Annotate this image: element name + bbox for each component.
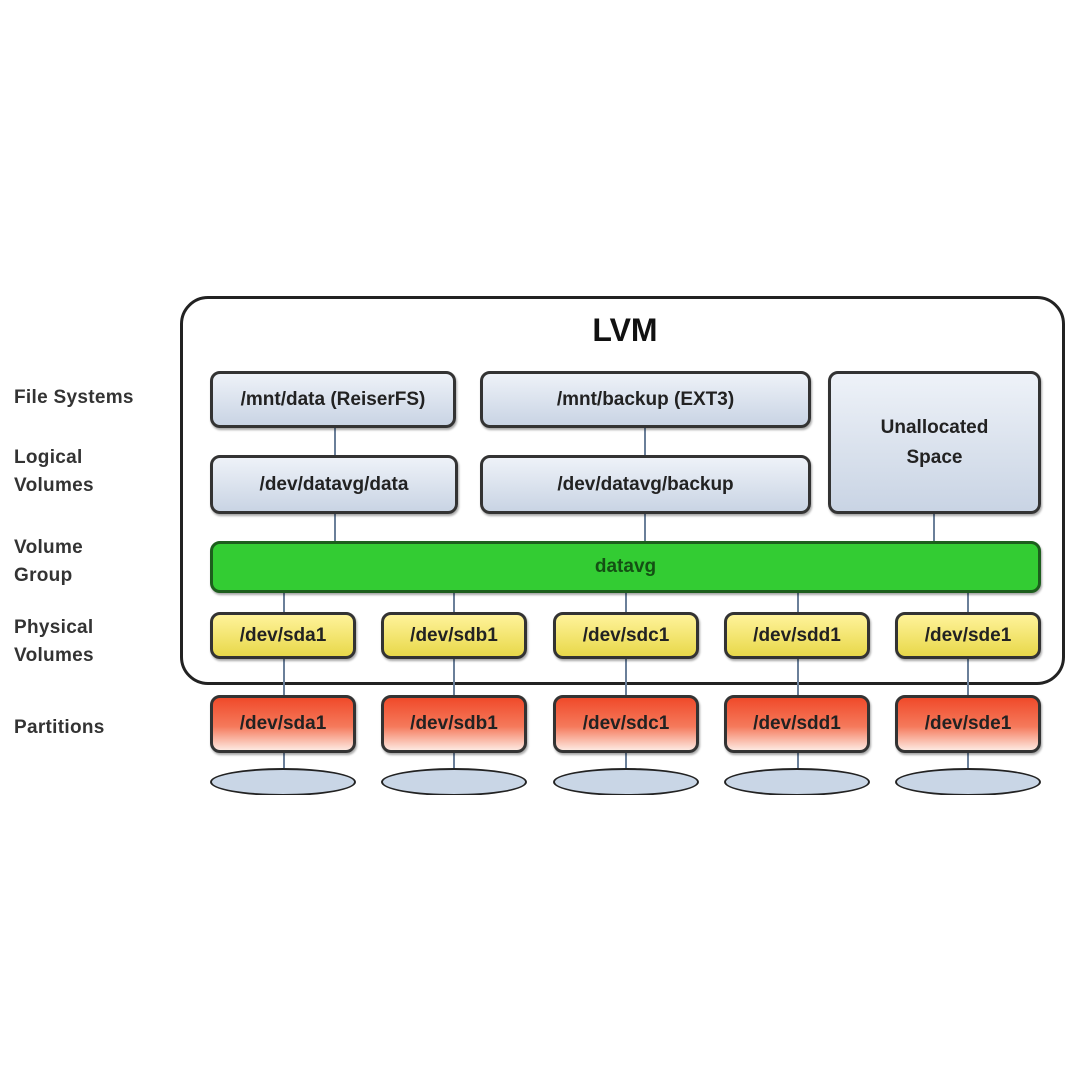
connector — [625, 592, 627, 768]
connector — [334, 427, 336, 455]
label-line: Space — [906, 446, 963, 468]
label-line: Logical — [14, 447, 83, 468]
box-label: /dev/datavg/data — [259, 473, 409, 495]
partition: /dev/sdd1 — [724, 695, 870, 753]
box-label: /dev/sde1 — [924, 713, 1012, 734]
box-label: /dev/sdc1 — [582, 624, 670, 646]
disk-icon — [895, 768, 1041, 795]
partition: /dev/sde1 — [895, 695, 1041, 753]
connector — [967, 592, 969, 768]
connector — [797, 592, 799, 768]
box-label: datavg — [594, 556, 657, 577]
partition: /dev/sdb1 — [381, 695, 527, 753]
box-label: /mnt/data (ReiserFS) — [240, 388, 426, 410]
box-label: /dev/sdb1 — [410, 713, 498, 734]
physical-volume: /dev/sdd1 — [724, 612, 870, 659]
partition: /dev/sdc1 — [553, 695, 699, 753]
box-label: /dev/sdc1 — [582, 713, 670, 734]
box-label: /mnt/backup (EXT3) — [556, 388, 735, 410]
box-label: /dev/sde1 — [924, 624, 1012, 646]
physical-volume: /dev/sdc1 — [553, 612, 699, 659]
connector — [453, 592, 455, 768]
connector — [283, 592, 285, 768]
connector — [933, 513, 935, 541]
physical-volume: /dev/sdb1 — [381, 612, 527, 659]
file-system-backup: /mnt/backup (EXT3) — [480, 371, 811, 428]
file-system-data: /mnt/data (ReiserFS) — [210, 371, 456, 428]
connector — [644, 427, 646, 455]
box-label: /dev/sda1 — [239, 624, 327, 646]
box-label: /dev/datavg/backup — [557, 473, 734, 495]
volume-group-datavg: datavg — [210, 541, 1041, 593]
connector — [644, 513, 646, 541]
disk-icon — [210, 768, 356, 795]
label-line: Volume — [14, 537, 84, 558]
disk-icon — [381, 768, 527, 795]
disk-icon — [724, 768, 870, 795]
logical-volume-backup: /dev/datavg/backup — [480, 455, 811, 514]
logical-volume-data: /dev/datavg/data — [210, 455, 458, 514]
box-label: /dev/sda1 — [239, 713, 327, 734]
label-line: Unallocated — [880, 416, 989, 438]
physical-volume: /dev/sda1 — [210, 612, 356, 659]
box-label: /dev/sdd1 — [753, 624, 841, 646]
box-label: /dev/sdb1 — [410, 624, 498, 646]
disk-icon — [553, 768, 699, 795]
label-line: Physical — [14, 617, 94, 638]
label-line: Group — [14, 565, 73, 586]
connector — [334, 513, 336, 541]
physical-volume: /dev/sde1 — [895, 612, 1041, 659]
partition: /dev/sda1 — [210, 695, 356, 753]
diagram-title: LVM — [592, 312, 658, 348]
label-partitions: Partitions — [14, 717, 105, 738]
label-line: Volumes — [14, 645, 94, 666]
box-label: /dev/sdd1 — [753, 713, 841, 734]
label-file-systems: File Systems — [14, 387, 134, 408]
label-line: Volumes — [14, 475, 94, 496]
